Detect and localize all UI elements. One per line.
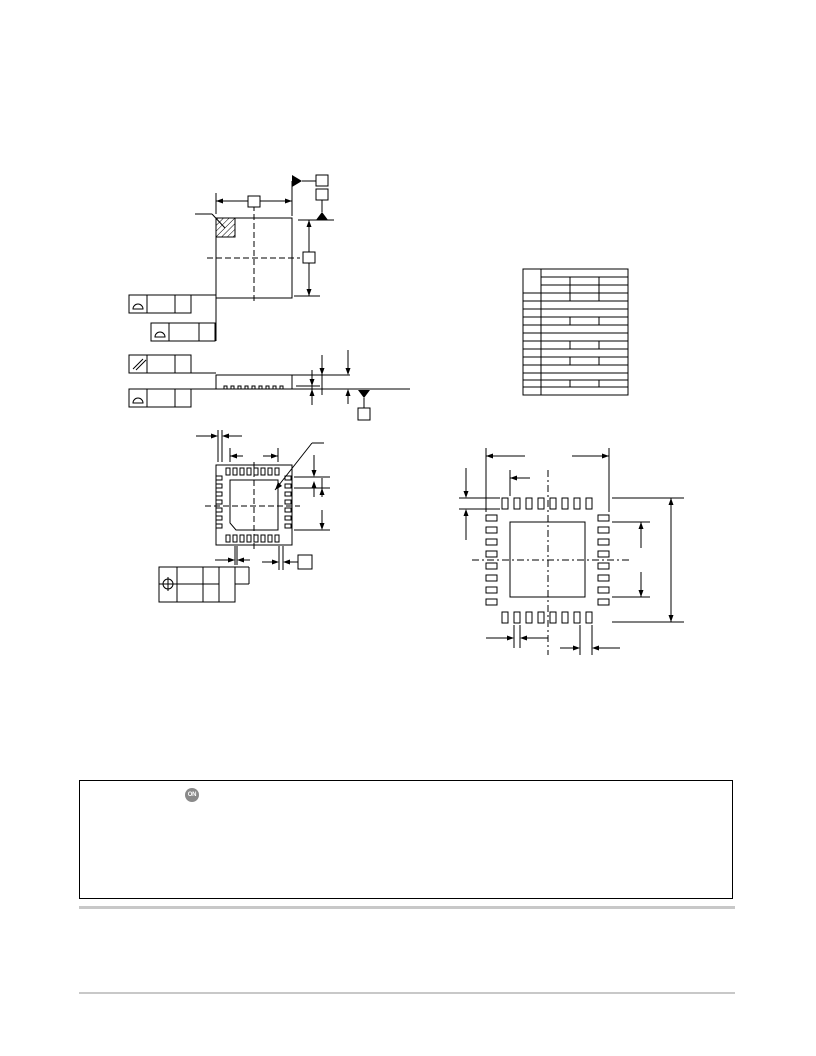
datum-box-c bbox=[315, 188, 329, 201]
tolerance-frame-4 bbox=[128, 388, 192, 408]
on-semiconductor-logo-icon: ON bbox=[185, 788, 199, 802]
footprint-pads-bottom bbox=[501, 611, 593, 624]
side-view bbox=[128, 350, 410, 421]
dimension-table bbox=[522, 268, 629, 396]
tolerance-frame-3 bbox=[128, 354, 192, 374]
datum-box-d bbox=[302, 251, 316, 264]
footer-rule-bottom bbox=[79, 992, 735, 994]
footprint-pads-right bbox=[597, 514, 610, 606]
datum-box-b bbox=[315, 174, 329, 187]
datum-box-e bbox=[357, 407, 371, 421]
logo-text: ON bbox=[187, 792, 197, 798]
bottom-view bbox=[158, 430, 330, 603]
bottom-pins-top-row bbox=[225, 467, 280, 476]
footprint-pads-left bbox=[485, 514, 498, 606]
exposed-pad bbox=[229, 479, 279, 531]
bottom-pins-bottom-row bbox=[225, 534, 280, 543]
datum-box-f bbox=[297, 554, 313, 570]
soldering-footprint bbox=[459, 448, 684, 655]
footer-rule-top bbox=[79, 906, 735, 909]
company-info-box: ON bbox=[79, 780, 733, 899]
tolerance-frame-2 bbox=[150, 322, 216, 342]
datum-box-a bbox=[247, 195, 261, 208]
top-view bbox=[128, 174, 334, 342]
side-terminals bbox=[223, 385, 284, 390]
footprint-pads-top bbox=[501, 497, 593, 510]
bottom-pins-left-col bbox=[215, 475, 223, 529]
tolerance-frame-1 bbox=[128, 294, 192, 314]
table-outline bbox=[522, 268, 629, 396]
bottom-pins-right-col bbox=[284, 475, 292, 529]
